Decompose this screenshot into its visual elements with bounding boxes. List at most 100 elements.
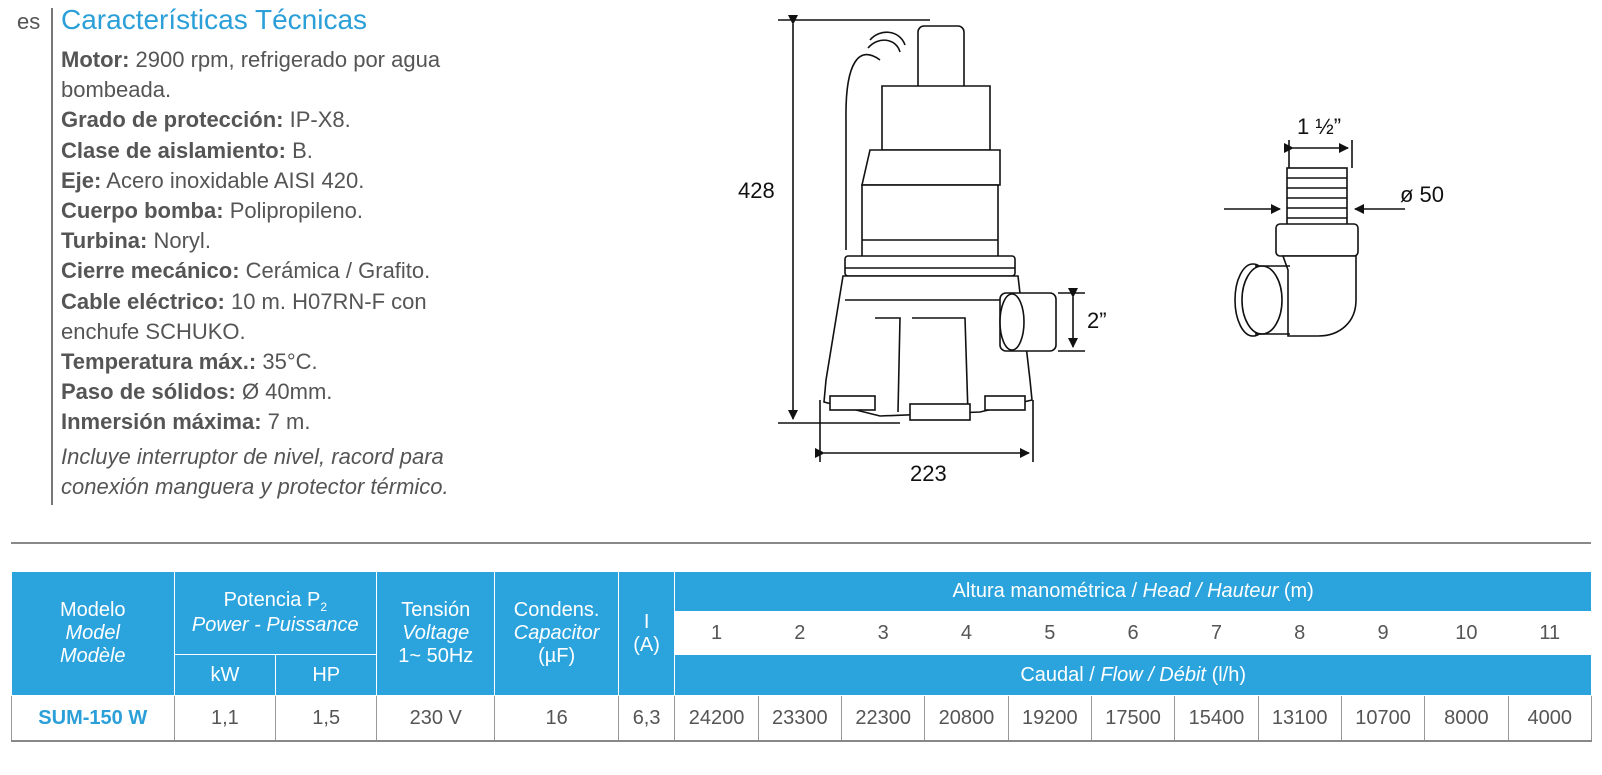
- flow-cell: 24200: [674, 695, 759, 742]
- power-header-en-fr: Power - Puissance: [191, 614, 359, 636]
- flow-cell: 4000: [1507, 695, 1592, 742]
- spec-value: 35°C.: [262, 349, 318, 375]
- current-unit: (A): [633, 633, 660, 656]
- height-dimension: [778, 15, 930, 424]
- spec-item: Inmersión máxima: 7 m.: [61, 407, 541, 437]
- spec-label: Inmersión máxima:: [61, 409, 262, 435]
- width-label: 223: [910, 461, 947, 486]
- fitting-dimensions: [1224, 140, 1405, 214]
- voltage-header: Tensión Voltage 1~ 50Hz: [376, 571, 496, 696]
- hp-header: HP: [275, 654, 378, 696]
- model-header: Modelo Model Modèle: [11, 571, 175, 696]
- voltage-spec: 1~ 50Hz: [398, 645, 474, 667]
- power-header: Potencia P2 Power - Puissance: [173, 571, 378, 655]
- flow-header-es: Caudal /: [1020, 663, 1095, 686]
- flow-cell: 17500: [1090, 695, 1176, 742]
- head-header-es: Altura manométrica /: [952, 580, 1138, 602]
- flow-header-en-fr: Flow / Débit: [1100, 663, 1206, 686]
- head-unit: (m): [1283, 580, 1314, 602]
- spec-item: Turbina: Noryl.: [61, 226, 541, 256]
- power-header-es: Potencia P: [223, 589, 321, 611]
- spec-label: Motor:: [61, 47, 130, 72]
- spec-label: Turbina:: [61, 228, 148, 254]
- table-row: SUM-150 W 1,1 1,5 230 V 16 6,3 24200 233…: [11, 695, 1592, 742]
- spec-label: Cierre mecánico:: [61, 258, 240, 284]
- model-header-es: Modelo: [59, 599, 126, 621]
- fitting-outline: [1234, 167, 1359, 337]
- fitting-thread-label: 1 ½”: [1297, 114, 1341, 139]
- flow-unit: (l/h): [1211, 663, 1247, 686]
- spec-item: Motor: 2900 rpm, refrigerado por agua bo…: [61, 45, 541, 105]
- section-title: Características Técnicas: [61, 4, 368, 35]
- kw-cell: 1,1: [173, 695, 277, 742]
- width-dimension: [815, 400, 1034, 462]
- spec-value: 2900 rpm, refrigerado por agua bombeada.: [61, 47, 441, 103]
- capacitor-header-en: Capacitor: [513, 622, 600, 644]
- spec-item: Cable eléctrico: 10 m. H07RN-F con enchu…: [61, 287, 481, 347]
- outlet-label: 2”: [1087, 308, 1107, 333]
- spec-value: Cerámica / Grafito.: [245, 258, 431, 284]
- head-value: 6: [1090, 611, 1176, 655]
- head-value: 10: [1424, 611, 1509, 655]
- model-header-en: Model: [65, 622, 120, 644]
- spec-label: Clase de aislamiento:: [61, 137, 286, 163]
- spec-value: Noryl.: [153, 228, 211, 254]
- flow-cell: 20800: [924, 695, 1009, 742]
- flow-cell: 15400: [1174, 695, 1259, 742]
- flow-header: Caudal / Flow / Débit (l/h): [674, 654, 1592, 696]
- flow-cell: 22300: [840, 695, 926, 742]
- spec-item: Clase de aislamiento: B.: [61, 136, 541, 166]
- flow-cell: 23300: [757, 695, 843, 742]
- flow-cell: 13100: [1257, 695, 1342, 742]
- head-header: Altura manométrica / Head / Hauteur (m): [674, 571, 1592, 612]
- model-cell: SUM-150 W: [11, 695, 175, 742]
- language-code: es: [17, 9, 41, 34]
- capacitor-cell: 16: [494, 695, 619, 742]
- spec-item: Eje: Acero inoxidable AISI 420.: [61, 166, 541, 196]
- spec-item: Paso de sólidos: Ø 40mm.: [61, 377, 541, 407]
- head-value: 7: [1174, 611, 1259, 655]
- head-value: 9: [1340, 611, 1426, 655]
- current-header: I (A): [617, 571, 676, 696]
- head-value: 3: [840, 611, 926, 655]
- spec-value: Polipropileno.: [229, 198, 363, 224]
- spec-label: Cuerpo bomba:: [61, 198, 224, 224]
- current-cell: 6,3: [617, 695, 676, 742]
- spec-value: 7 m.: [267, 409, 311, 435]
- spec-value: Acero inoxidable AISI 420.: [106, 167, 365, 193]
- hp-cell: 1,5: [275, 695, 378, 742]
- section-divider: [51, 8, 53, 505]
- current-label: I: [643, 610, 650, 633]
- pump-outline: [823, 25, 1057, 421]
- head-value: 2: [757, 611, 843, 655]
- spec-item: Temperatura máx.: 35°C.: [61, 347, 541, 377]
- head-value: 4: [924, 611, 1009, 655]
- spec-item: Grado de protección: IP-X8.: [61, 105, 541, 135]
- voltage-header-es: Tensión: [401, 599, 471, 621]
- head-value: 8: [1257, 611, 1342, 655]
- spec-label: Cable eléctrico:: [61, 288, 225, 314]
- power-subscript: 2: [320, 600, 328, 614]
- spec-value: B.: [292, 137, 313, 163]
- spec-value: IP-X8.: [289, 107, 351, 133]
- pump-drawing: 428 223 2” 1 ½” ø 50: [738, 15, 1444, 486]
- horizontal-rule: [11, 542, 1591, 544]
- capacitor-header: Condens. Capacitor (µF): [494, 571, 619, 696]
- spec-label: Eje:: [61, 167, 102, 193]
- head-value: 5: [1007, 611, 1092, 655]
- flow-cell: 10700: [1340, 695, 1426, 742]
- spec-label: Temperatura máx.:: [61, 349, 257, 375]
- performance-table: Modelo Model Modèle Potencia P2 Power - …: [11, 571, 1592, 742]
- flow-cell: 8000: [1424, 695, 1509, 742]
- spec-label: Paso de sólidos:: [61, 379, 236, 405]
- model-header-fr: Modèle: [59, 645, 126, 667]
- voltage-cell: 230 V: [376, 695, 496, 742]
- spec-value: Ø 40mm.: [241, 379, 333, 405]
- capacitor-unit: (µF): [538, 645, 576, 667]
- kw-header: kW: [173, 654, 277, 696]
- head-value: 11: [1507, 611, 1592, 655]
- included-note: Incluye interruptor de nivel, racord par…: [61, 443, 449, 500]
- height-label: 428: [738, 178, 775, 203]
- head-value: 1: [674, 611, 759, 655]
- outlet-dimension: [1058, 288, 1085, 352]
